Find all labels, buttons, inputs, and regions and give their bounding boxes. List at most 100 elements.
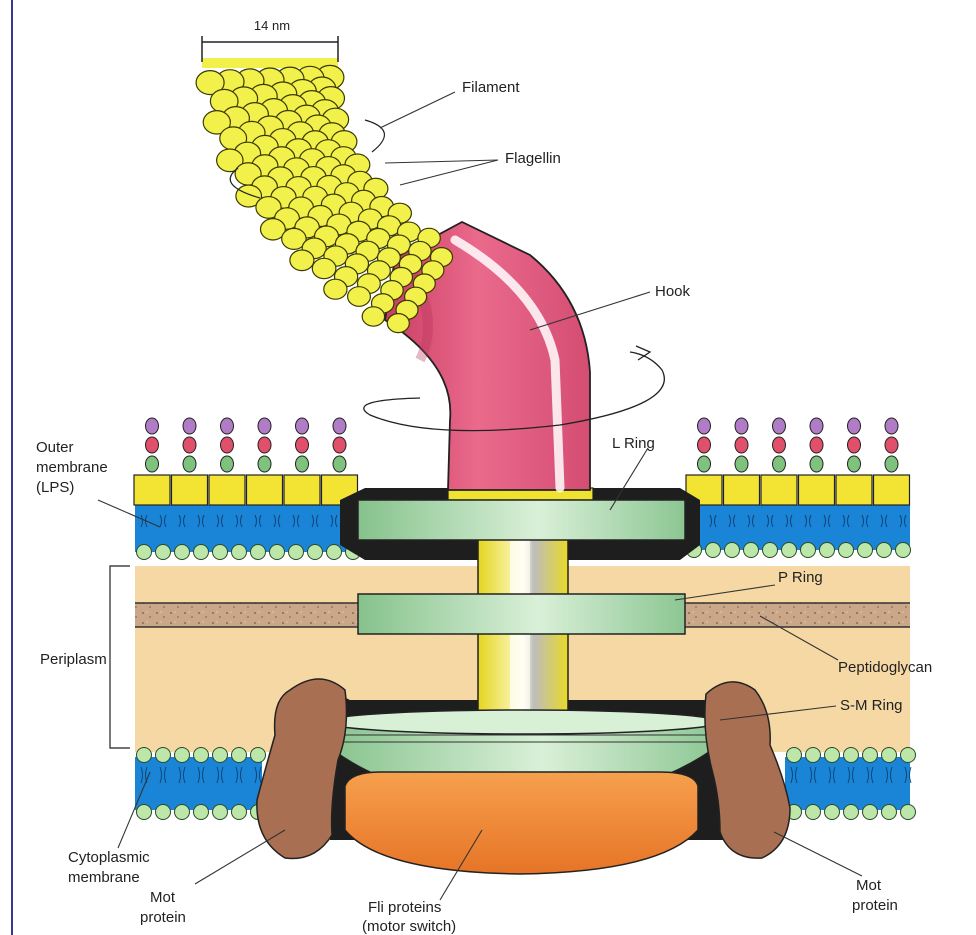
p-ring-label: P Ring (778, 569, 823, 586)
lipid-head (137, 805, 152, 820)
sugar-bead (773, 418, 786, 434)
sugar-bead (848, 437, 861, 453)
lipid-head (232, 545, 247, 560)
sugar-bead (698, 456, 711, 472)
sugar-bead (333, 456, 346, 472)
lipid-head (175, 805, 190, 820)
sugar-bead (848, 456, 861, 472)
lipid-head (327, 545, 342, 560)
flagellin-subunit (387, 314, 409, 333)
lipid-head (706, 543, 721, 558)
peptidoglycan-label: Peptidoglycan (838, 659, 932, 676)
lipid-head (308, 545, 323, 560)
mot-left-label-line1: Mot (150, 889, 176, 906)
flagellin-subunit (324, 279, 347, 299)
lipid-head (137, 545, 152, 560)
sugar-bead (810, 456, 823, 472)
sugar-bead (885, 437, 898, 453)
lipid-head (844, 748, 859, 763)
periplasm-label: Periplasm (40, 651, 107, 668)
lipid-head (806, 748, 821, 763)
lipid-tail-band (135, 757, 262, 810)
hook-label: Hook (655, 283, 691, 300)
sugar-bead (885, 418, 898, 434)
lipid-head (882, 748, 897, 763)
cytoplasmic-membrane-label-line1: Cytoplasmic (68, 849, 150, 866)
lipid-head (896, 543, 911, 558)
sugar-bead (183, 418, 196, 434)
lipid-head (839, 543, 854, 558)
lipid-head (213, 748, 228, 763)
lps-right (686, 418, 910, 505)
filament-cap (202, 58, 338, 68)
filament (196, 58, 452, 333)
sugar-bead (146, 437, 159, 453)
lipid-tail-band (135, 505, 358, 552)
sugar-bead (773, 437, 786, 453)
mot-left-label-line2: protein (140, 909, 186, 926)
lipid-head (175, 545, 190, 560)
lipid-head (194, 545, 209, 560)
sugar-bead (698, 418, 711, 434)
sugar-bead (258, 437, 271, 453)
sugar-bead (848, 418, 861, 434)
l-ring-label: L Ring (612, 435, 655, 452)
lipid-head (744, 543, 759, 558)
fli-label-line2: (motor switch) (362, 918, 456, 935)
lps-block (761, 475, 797, 505)
lipid-head (825, 805, 840, 820)
lipid-head (863, 805, 878, 820)
sugar-bead (296, 437, 309, 453)
lipid-head (194, 805, 209, 820)
lps-block (247, 475, 283, 505)
lipid-tail-band (685, 505, 910, 550)
cytoplasmic-membrane-right (785, 748, 916, 820)
cytoplasmic-membrane-label-line2: membrane (68, 869, 140, 886)
flagellin-label: Flagellin (505, 150, 561, 167)
sugar-bead (810, 437, 823, 453)
fli-label-line1: Fli proteins (368, 899, 441, 916)
lipid-head (156, 805, 171, 820)
sugar-bead (698, 437, 711, 453)
sugar-bead (333, 418, 346, 434)
outer-membrane-label-line3: (LPS) (36, 479, 74, 496)
sm-ring-label: S-M Ring (840, 697, 903, 714)
outer-membrane-left (135, 505, 361, 560)
lps-block (799, 475, 835, 505)
lps-block (284, 475, 320, 505)
outer-membrane-right (685, 505, 911, 558)
sugar-bead (258, 418, 271, 434)
lipid-head (156, 545, 171, 560)
lps-block (209, 475, 245, 505)
lps-block (172, 475, 208, 505)
lipid-head (858, 543, 873, 558)
lipid-head (877, 543, 892, 558)
sugar-bead (146, 456, 159, 472)
outer-membrane-label-line2: membrane (36, 459, 108, 476)
lipid-head (820, 543, 835, 558)
flagellin-subunit (312, 258, 336, 278)
sugar-bead (333, 437, 346, 453)
lipid-head (782, 543, 797, 558)
flagellin-subunit (348, 287, 371, 307)
lipid-head (213, 805, 228, 820)
lps-block (134, 475, 170, 505)
sugar-bead (221, 456, 234, 472)
sugar-bead (885, 456, 898, 472)
sugar-bead (221, 418, 234, 434)
sugar-bead (296, 418, 309, 434)
lipid-head (232, 748, 247, 763)
lipid-head (725, 543, 740, 558)
periplasm-bracket (110, 566, 130, 748)
sugar-bead (296, 456, 309, 472)
lipid-head (763, 543, 778, 558)
scale-label: 14 nm (254, 18, 290, 33)
lps-left (134, 418, 358, 505)
lipid-head (882, 805, 897, 820)
lipid-tail-band (785, 757, 910, 810)
lipid-head (806, 805, 821, 820)
lps-block (724, 475, 760, 505)
filament-label: Filament (462, 79, 520, 96)
lipid-head (901, 748, 916, 763)
